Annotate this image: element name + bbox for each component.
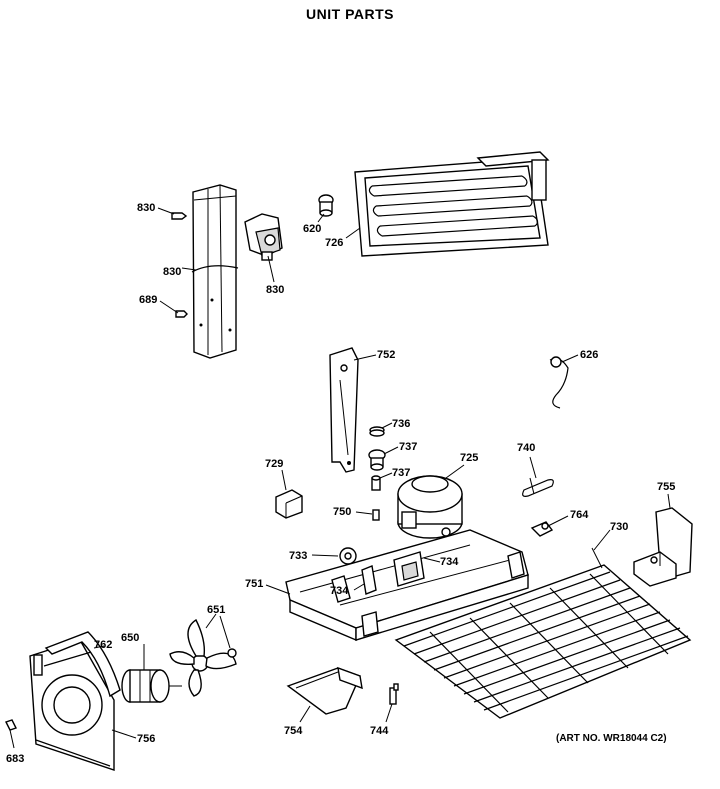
callout-750: 750 <box>333 506 351 518</box>
callout-626: 626 <box>580 349 598 361</box>
callout-830-screw: 830 <box>137 202 155 214</box>
callout-683: 683 <box>6 753 24 765</box>
leader-lines <box>9 207 671 749</box>
grommet-737a[interactable] <box>368 449 386 471</box>
callout-620: 620 <box>303 223 321 235</box>
callout-725: 725 <box>460 452 478 464</box>
callout-651: 651 <box>207 604 225 616</box>
sleeve-737b[interactable] <box>371 475 381 491</box>
part-764[interactable] <box>530 521 554 537</box>
callout-754: 754 <box>284 725 303 737</box>
callout-756: 756 <box>137 733 155 745</box>
callout-737a: 737 <box>399 441 417 453</box>
art-number: (ART NO. WR18044 C2) <box>556 733 667 744</box>
channel-bracket[interactable] <box>191 184 239 359</box>
callout-830-relay: 830 <box>266 284 284 296</box>
callout-744: 744 <box>370 725 389 737</box>
callout-734a: 734 <box>440 556 459 568</box>
compressor[interactable] <box>397 475 463 539</box>
condenser-coil-730[interactable] <box>394 547 692 719</box>
base-pan-751[interactable] <box>285 529 529 642</box>
diagram-title: UNIT PARTS <box>306 6 394 22</box>
condenser-part[interactable] <box>354 151 550 257</box>
callout-650: 650 <box>121 632 139 644</box>
fan-shroud-756[interactable] <box>29 639 115 771</box>
part-740[interactable] <box>522 477 554 497</box>
bracket-752[interactable] <box>329 347 359 473</box>
relay-830[interactable] <box>244 213 283 261</box>
callout-733: 733 <box>289 550 307 562</box>
nut-651[interactable] <box>227 648 237 658</box>
callout-751: 751 <box>245 578 263 590</box>
callout-730: 730 <box>610 521 628 533</box>
fan-blade-651[interactable] <box>169 618 237 697</box>
bracket-755[interactable] <box>633 507 693 587</box>
screw-750[interactable] <box>372 509 380 521</box>
callout-726: 726 <box>325 237 343 249</box>
callout-762: 762 <box>94 639 112 651</box>
callout-755: 755 <box>657 481 675 493</box>
callout-689: 689 <box>139 294 157 306</box>
callout-729: 729 <box>265 458 283 470</box>
screw-683[interactable] <box>5 719 17 731</box>
callout-736: 736 <box>392 418 410 430</box>
fan-motor-650[interactable] <box>121 669 182 703</box>
shroud-top-762[interactable] <box>44 631 121 698</box>
grommet-736[interactable] <box>369 426 385 437</box>
part-729[interactable] <box>275 489 303 519</box>
callout-764: 764 <box>570 509 589 521</box>
callout-734b: 734 <box>330 585 349 597</box>
callout-737b: 737 <box>392 467 410 479</box>
bracket-754[interactable] <box>286 666 363 715</box>
fitting-620[interactable] <box>318 194 334 217</box>
callout-752: 752 <box>377 349 395 361</box>
part-733[interactable] <box>339 547 357 565</box>
screw-689[interactable] <box>175 310 188 318</box>
callout-830-channel: 830 <box>163 266 181 278</box>
part-626[interactable] <box>549 356 569 409</box>
callout-740: 740 <box>517 442 535 454</box>
screw-830[interactable] <box>171 212 188 220</box>
clip-744[interactable] <box>389 683 399 705</box>
